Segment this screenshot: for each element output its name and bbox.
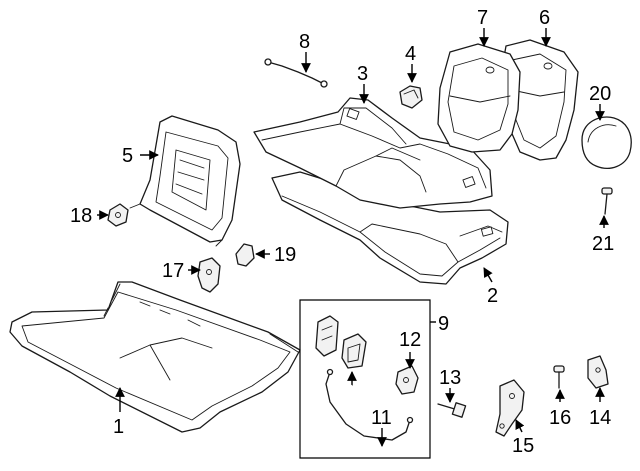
callout-21: 21	[592, 215, 614, 255]
callout-5: 5	[122, 145, 159, 167]
part-7-backrest-cover	[437, 43, 521, 153]
part-11-cable	[325, 368, 414, 441]
svg-text:9: 9	[438, 313, 449, 335]
part-17-bracket	[197, 257, 221, 293]
part-15-hinge-bracket	[495, 379, 525, 437]
callout-14: 14	[589, 387, 611, 429]
svg-text:7: 7	[477, 7, 488, 29]
part-18-clip	[107, 203, 129, 227]
part-8-cable	[264, 58, 328, 88]
part-20-headrest	[581, 116, 632, 169]
callout-2: 2	[483, 267, 498, 307]
callout-17: 17	[162, 260, 201, 282]
svg-text:3: 3	[357, 63, 368, 85]
svg-text:13: 13	[439, 367, 461, 389]
part-16-screw	[553, 365, 565, 389]
svg-text:11: 11	[371, 407, 392, 429]
part-5-backrest-frame	[129, 115, 241, 247]
callout-1: 1	[113, 387, 125, 438]
part-4-latch-cover	[399, 85, 423, 109]
svg-text:20: 20	[589, 83, 611, 105]
part-21-guide	[601, 187, 613, 215]
callout-3: 3	[357, 63, 369, 104]
callout-15: 15	[512, 419, 534, 457]
svg-text:2: 2	[487, 285, 498, 307]
svg-text:5: 5	[122, 145, 133, 167]
part-9-box	[299, 299, 436, 459]
svg-text:1: 1	[113, 416, 124, 438]
svg-text:14: 14	[589, 407, 611, 429]
callout-16: 16	[549, 389, 571, 429]
callout-8: 8	[299, 31, 311, 73]
svg-text:21: 21	[592, 233, 614, 255]
callout-20: 20	[589, 83, 611, 121]
callout-18: 18	[70, 205, 109, 227]
callout-19: 19	[255, 244, 296, 266]
svg-text:16: 16	[549, 407, 571, 429]
svg-text:12: 12	[399, 329, 421, 351]
part-3-seat-cushion	[253, 97, 493, 209]
part-14-bracket	[587, 355, 609, 389]
svg-text:15: 15	[512, 435, 534, 457]
part-1-tray	[9, 281, 301, 433]
svg-text:8: 8	[299, 31, 310, 53]
callout-9: 9	[438, 313, 449, 335]
svg-text:17: 17	[162, 260, 184, 282]
callout-13: 13	[439, 367, 461, 403]
svg-text:4: 4	[405, 43, 416, 65]
callout-7: 7	[477, 7, 489, 47]
part-12-latch-bracket	[395, 365, 419, 395]
callout-6: 6	[539, 7, 551, 47]
svg-text:19: 19	[274, 244, 296, 266]
svg-text:6: 6	[539, 7, 550, 29]
callout-12: 12	[399, 329, 421, 369]
svg-text:18: 18	[70, 205, 92, 227]
part-19-cap	[235, 243, 255, 267]
part-13-bolt	[437, 402, 467, 418]
part-10-latch	[315, 315, 367, 369]
callout-11: 11	[371, 407, 392, 447]
callout-4: 4	[405, 43, 417, 83]
